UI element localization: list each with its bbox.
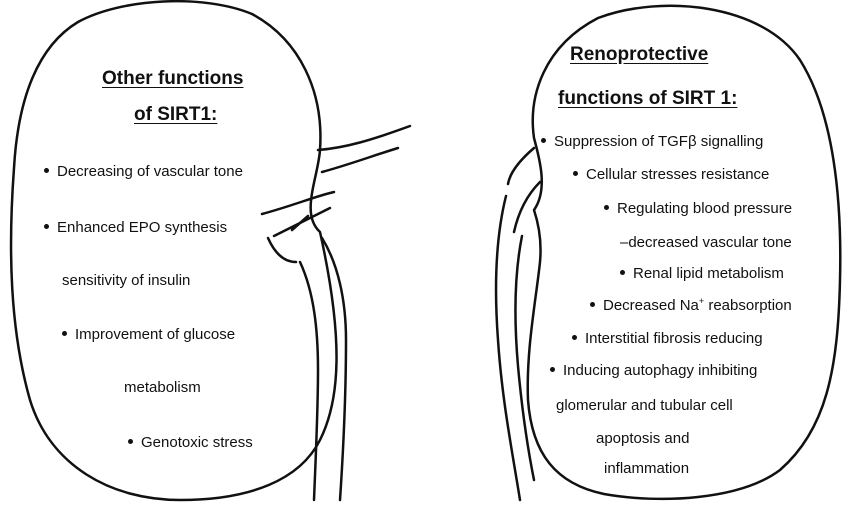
right-item-4: Renal lipid metabolism: [620, 265, 784, 283]
left-item-3: Improvement of glucose: [62, 326, 235, 344]
bullet-icon: [128, 439, 133, 444]
right-heading-line2: functions of SIRT 1:: [558, 88, 737, 110]
right-heading-line1: Renoprotective: [570, 44, 708, 66]
right-item-2: Cellular stresses resistance: [573, 166, 769, 184]
left-heading-line2: of SIRT1:: [134, 104, 217, 126]
bullet-icon: [573, 171, 578, 176]
right-renal-vessels: [508, 148, 540, 232]
bullet-icon: [44, 224, 49, 229]
bullet-icon: [550, 367, 555, 372]
right-kidney-outline: [528, 6, 841, 499]
left-item-1: Decreasing of vascular tone: [44, 163, 243, 181]
bullet-icon: [541, 138, 546, 143]
bullet-icon: [620, 270, 625, 275]
right-item-6: Interstitial fibrosis reducing: [572, 330, 763, 348]
right-item-1: Suppression of TGFβ signalling: [541, 133, 763, 151]
bullet-icon: [62, 331, 67, 336]
left-item-3-cont: metabolism: [124, 379, 201, 397]
left-renal-vessels: [262, 126, 410, 262]
bullet-icon: [590, 302, 595, 307]
right-item-3-cont: –decreased vascular tone: [620, 234, 792, 252]
bullet-icon: [44, 168, 49, 173]
superscript-plus: +: [699, 296, 704, 306]
right-item-7-cont-2: apoptosis and: [596, 430, 689, 448]
bullet-icon: [572, 335, 577, 340]
right-item-7: Inducing autophagy inhibiting: [550, 362, 757, 380]
bullet-icon: [604, 205, 609, 210]
right-item-5: Decreased Na+ reabsorption: [590, 297, 792, 315]
left-item-4: Genotoxic stress: [128, 434, 253, 452]
right-item-3: Regulating blood pressure: [604, 200, 792, 218]
left-item-2: Enhanced EPO synthesis: [44, 219, 227, 237]
left-item-2-cont: sensitivity of insulin: [62, 272, 190, 290]
right-item-7-cont-1: glomerular and tubular cell: [556, 397, 733, 415]
right-item-7-cont-3: inflammation: [604, 460, 689, 478]
left-heading-line1: Other functions: [102, 68, 243, 90]
